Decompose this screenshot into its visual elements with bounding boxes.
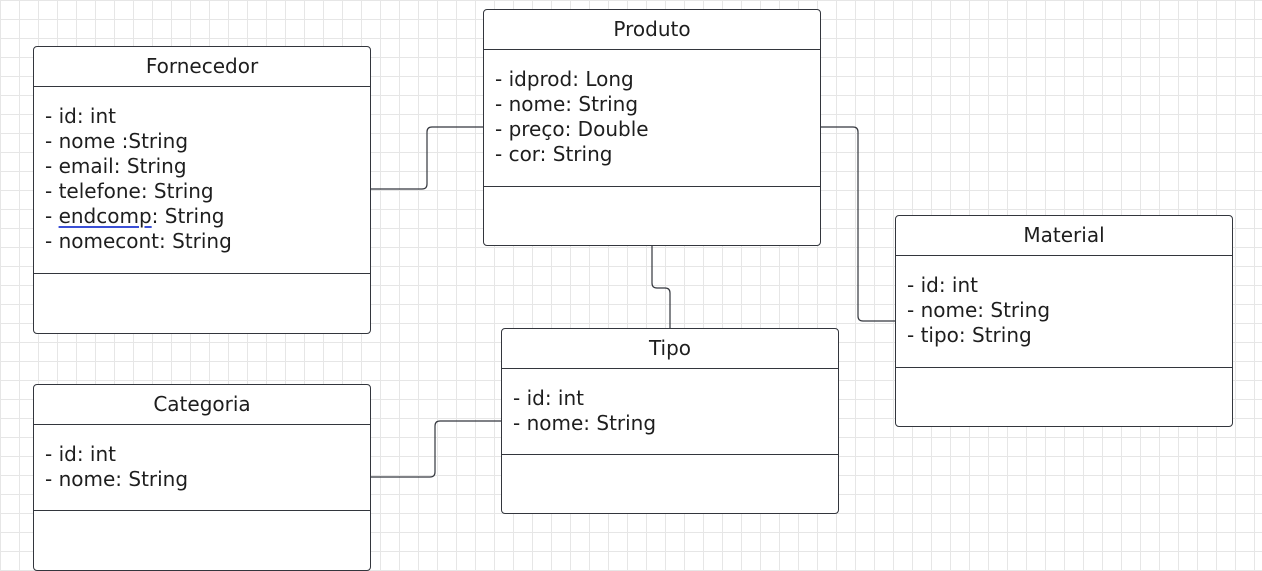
attribute: - nome: String <box>513 411 657 435</box>
connector-fornecedor-produto[interactable] <box>370 126 483 190</box>
attribute: - nome: String <box>907 298 1051 322</box>
attribute-type: : String <box>151 204 225 228</box>
attribute-endcomp: - endcomp: String <box>45 204 359 229</box>
class-produto-name: Produto <box>484 10 820 50</box>
class-fornecedor-name: Fornecedor <box>34 47 370 87</box>
attribute: - email: String <box>45 154 187 178</box>
attribute: - preço: Double <box>495 117 649 141</box>
attribute: - nome :String <box>45 129 189 153</box>
attribute: - idprod: Long <box>495 67 634 91</box>
class-tipo-attributes: - id: int - nome: String <box>502 369 838 455</box>
attribute: - nome: String <box>45 467 189 491</box>
class-tipo[interactable]: Tipo - id: int - nome: String <box>501 328 839 514</box>
attribute: - id: int <box>45 104 116 128</box>
class-categoria-name: Categoria <box>34 385 370 425</box>
class-fornecedor-attributes: - id: int - nome :String - email: String… <box>34 87 370 274</box>
connector-categoria-tipo[interactable] <box>370 420 501 478</box>
attribute: - id: int <box>513 386 584 410</box>
spellcheck-word: endcomp <box>58 204 152 228</box>
connector-produto-material[interactable] <box>820 126 895 322</box>
class-categoria[interactable]: Categoria - id: int - nome: String <box>33 384 371 571</box>
class-material-name: Material <box>896 216 1232 256</box>
class-produto-attributes: - idprod: Long - nome: String - preço: D… <box>484 50 820 187</box>
attribute: - tipo: String <box>907 323 1032 347</box>
attribute: - cor: String <box>495 142 613 166</box>
class-material-attributes: - id: int - nome: String - tipo: String <box>896 256 1232 368</box>
class-categoria-attributes: - id: int - nome: String <box>34 425 370 511</box>
class-tipo-name: Tipo <box>502 329 838 369</box>
attribute: - telefone: String <box>45 179 214 203</box>
class-material[interactable]: Material - id: int - nome: String - tipo… <box>895 215 1233 427</box>
attribute-prefix: - <box>45 204 59 228</box>
class-fornecedor[interactable]: Fornecedor - id: int - nome :String - em… <box>33 46 371 334</box>
class-produto[interactable]: Produto - idprod: Long - nome: String - … <box>483 9 821 246</box>
attribute: - nomecont: String <box>45 229 232 253</box>
attribute: - id: int <box>907 273 978 297</box>
connector-produto-tipo[interactable] <box>651 245 671 328</box>
attribute: - id: int <box>45 442 116 466</box>
attribute: - nome: String <box>495 92 639 116</box>
